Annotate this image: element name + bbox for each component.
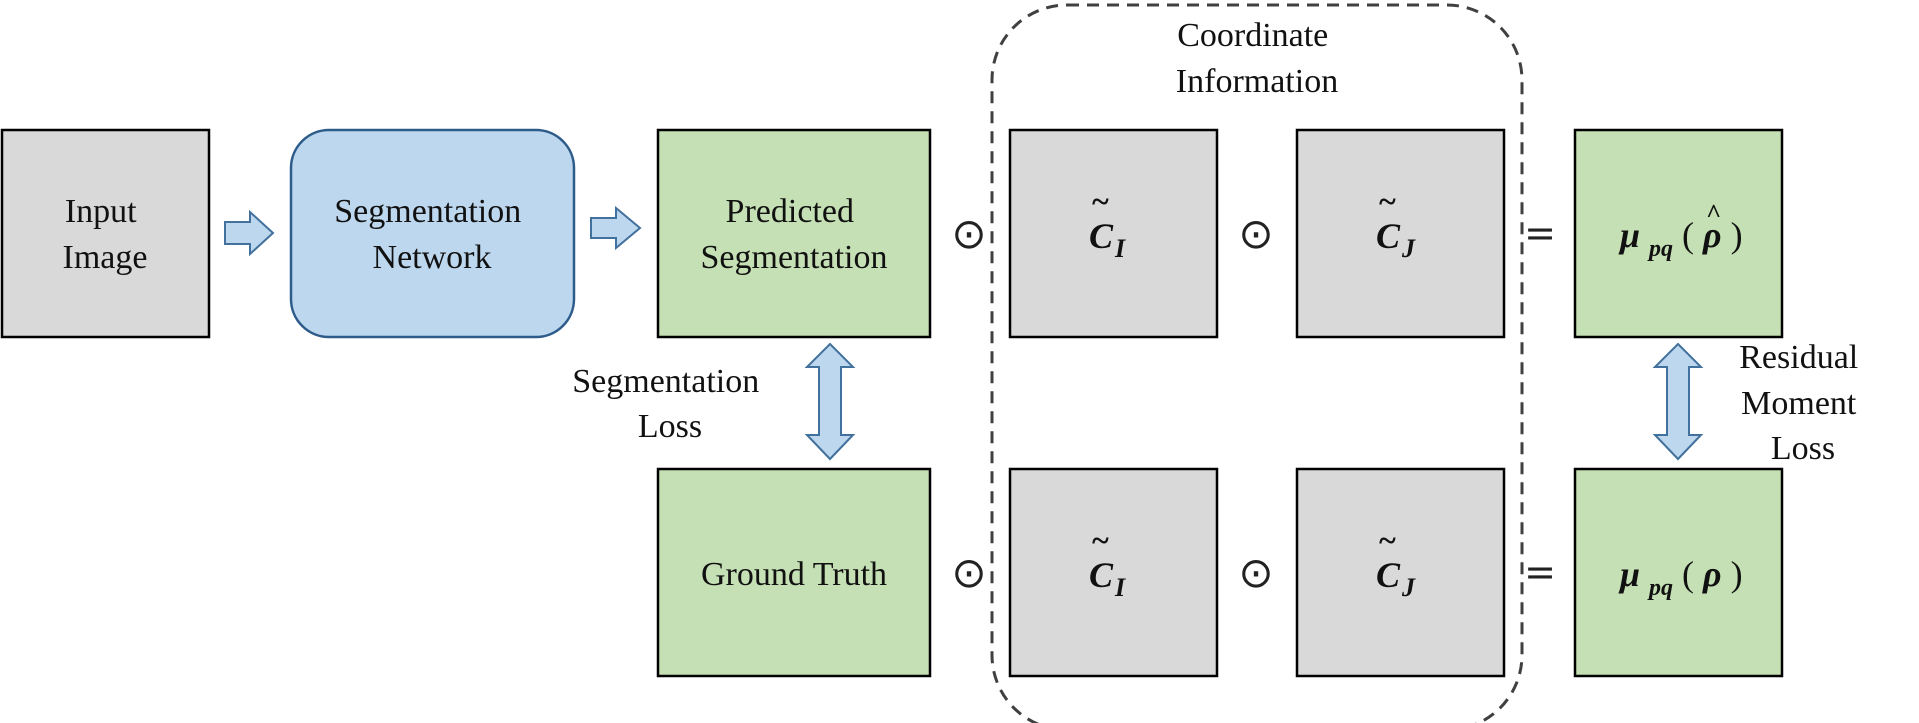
svg-text:~: ~ (1091, 522, 1109, 558)
svg-text:C: C (1376, 555, 1401, 595)
predicted-segmentation-box (656, 128, 932, 339)
segmentation-network-label: Segmentation Network (334, 193, 529, 276)
coordinate-ci-box-bottom (1008, 467, 1219, 678)
svg-text:C: C (1376, 216, 1401, 256)
ground-truth-box (656, 467, 932, 678)
equals-sign-top: = (1524, 211, 1556, 255)
svg-text:~: ~ (1091, 183, 1109, 219)
residual-moment-loss-arrow (1652, 342, 1704, 461)
arrow-network-to-prediction (590, 205, 642, 251)
rho-hat-accent: ^ (1706, 199, 1721, 228)
svg-text:C: C (1089, 555, 1114, 595)
coordinate-cj-box-top (1295, 128, 1506, 339)
svg-text:~: ~ (1378, 183, 1396, 219)
arrow-input-to-network (224, 209, 275, 257)
ground-truth-label: Ground Truth (701, 556, 887, 593)
svg-text:J: J (1401, 234, 1416, 263)
moment-ground-truth-label: μ pq ( ρ ) (1618, 554, 1743, 603)
moment-ground-truth-box (1573, 467, 1784, 678)
predicted-segmentation-label: Predicted Segmentation (701, 193, 888, 276)
hadamard-operator-bottom-1: ⊙ (951, 548, 986, 597)
input-image-box (0, 128, 211, 339)
coordinate-ci-box-top (1008, 128, 1219, 339)
svg-text:~: ~ (1378, 522, 1396, 558)
segmentation-loss-arrow (804, 342, 856, 461)
hadamard-operator-bottom-2: ⊙ (1238, 548, 1273, 597)
moment-predicted-label: μ pq ( ρ ) (1618, 215, 1743, 264)
svg-text:I: I (1114, 573, 1126, 602)
segmentation-network-box (289, 128, 576, 339)
moment-predicted-box (1573, 128, 1784, 339)
coordinate-cj-box-bottom (1295, 467, 1506, 678)
coordinate-information-group (990, 3, 1524, 723)
hadamard-operator-top-2: ⊙ (1238, 209, 1273, 258)
input-image-label: Input Image (63, 193, 148, 276)
residual-moment-loss-label: Residual Moment Loss (1739, 339, 1866, 467)
coordinate-ci-symbol-bottom: ~ C I (1089, 522, 1126, 602)
svg-text:C: C (1089, 216, 1114, 256)
segmentation-loss-label: Segmentation Loss (572, 363, 767, 445)
svg-text:I: I (1114, 234, 1126, 263)
svg-text:J: J (1401, 573, 1416, 602)
hadamard-operator-top-1: ⊙ (951, 209, 986, 258)
coordinate-cj-symbol-top: ~ C J (1376, 183, 1416, 263)
coordinate-cj-symbol-bottom: ~ C J (1376, 522, 1416, 602)
coordinate-information-title: Coordinate Information (1176, 17, 1338, 100)
coordinate-ci-symbol-top: ~ C I (1089, 183, 1126, 263)
equals-sign-bottom: = (1524, 550, 1556, 594)
